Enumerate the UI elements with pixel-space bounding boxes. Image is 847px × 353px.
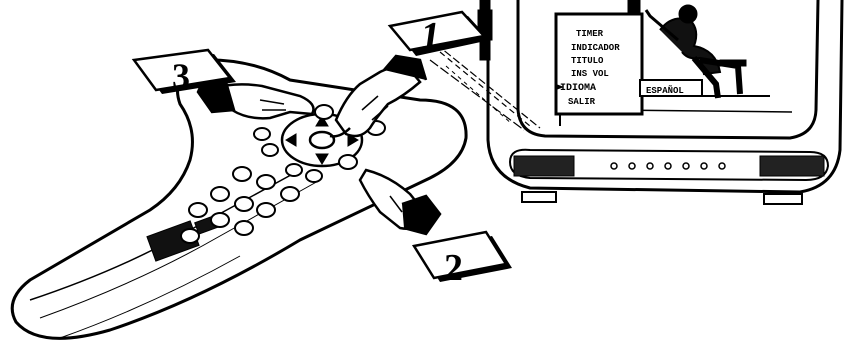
panel-button <box>701 163 707 169</box>
menu-item-titulo: TITULO <box>571 56 604 66</box>
language-field: ESPAÑOL <box>640 80 702 96</box>
step-number-2: 2 <box>444 247 463 289</box>
remote-button <box>233 167 251 181</box>
remote-button <box>281 187 299 201</box>
remote-button <box>262 144 278 156</box>
panel-button <box>611 163 617 169</box>
remote-button <box>257 203 275 217</box>
remote-button <box>235 221 253 235</box>
step-card-2: 2 <box>414 232 512 289</box>
remote-button <box>315 105 333 119</box>
remote-button <box>254 128 270 140</box>
menu-item-indicador: INDICADOR <box>571 43 620 53</box>
remote-button <box>181 229 199 243</box>
remote-button <box>189 203 207 217</box>
panel-button <box>683 163 689 169</box>
panel-button <box>629 163 635 169</box>
language-value: ESPAÑOL <box>646 85 684 96</box>
menu-item-ins-vol: INS VOL <box>571 69 609 79</box>
remote-button <box>306 170 322 182</box>
remote-button <box>257 175 275 189</box>
on-screen-menu: TIMER INDICADOR TITULO INS VOL IDIOMA SA… <box>556 14 642 126</box>
panel-button <box>665 163 671 169</box>
remote-button <box>286 164 302 176</box>
menu-item-timer: TIMER <box>576 29 604 39</box>
panel-button <box>719 163 725 169</box>
step-number-3: 3 <box>172 56 190 96</box>
remote-button <box>211 187 229 201</box>
television <box>478 0 842 204</box>
remote-button <box>235 197 253 211</box>
panel-button <box>647 163 653 169</box>
remote-button <box>211 213 229 227</box>
step-card-1: 1 <box>390 12 490 57</box>
menu-item-salir: SALIR <box>568 97 596 107</box>
remote-button <box>339 155 357 169</box>
menu-item-idioma: IDIOMA <box>560 83 596 94</box>
